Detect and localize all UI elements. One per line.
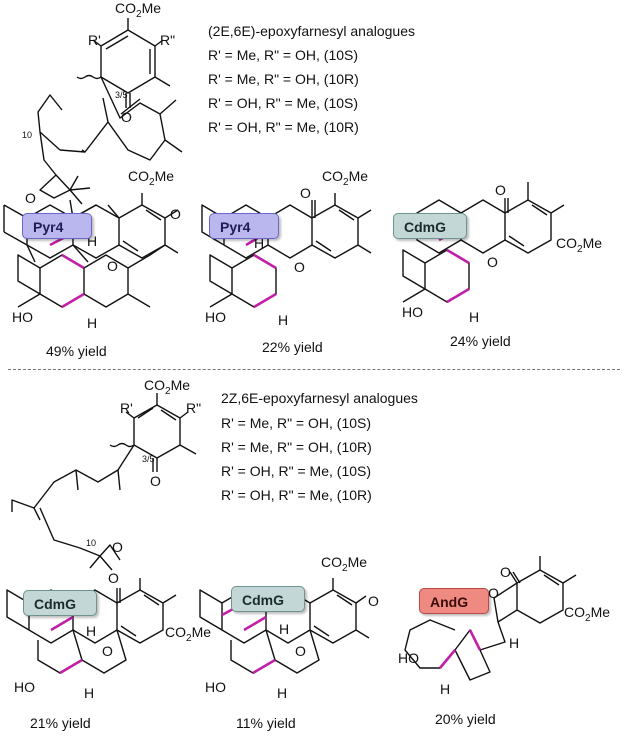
bottom-locant-3-5: 3/5 — [142, 454, 155, 464]
bp3-hydroxyl: HO — [398, 650, 419, 666]
bottom-variant-1: R' = Me, R" = OH, (10S) — [221, 415, 372, 431]
top-product-3-rings — [402, 248, 470, 304]
p3-ring-o: O — [487, 254, 498, 270]
p2-ring-o: O — [294, 259, 305, 275]
bp2-ring-o: O — [295, 643, 306, 659]
p2-hydroxyl: HO — [205, 309, 226, 325]
locant-10: 10 — [22, 130, 32, 140]
bottom-substrate-structure — [11, 393, 197, 571]
yield-top-1: 49% yield — [46, 343, 107, 359]
bp2-hydroxyl: HO — [205, 679, 226, 695]
p1-h-upper: H — [87, 233, 97, 249]
bp3-ester: CO2Me — [564, 604, 610, 624]
r2-label-bottom: R" — [186, 400, 201, 416]
bp2-h-lower: H — [277, 685, 287, 701]
enzyme-badge-cdmg-bottom-1: CdmG — [23, 590, 97, 616]
p1-ring-o: O — [107, 258, 118, 274]
p1-ester: CO2Me — [128, 168, 174, 188]
bottom-locant-10: 10 — [86, 538, 96, 548]
p1-h-lower: H — [87, 315, 97, 331]
yield-bottom-3: 20% yield — [435, 711, 496, 727]
locant-3-5: 3/5 — [115, 90, 128, 100]
bottom-product-1-structure — [6, 578, 177, 675]
ketone-o-label: O — [121, 109, 132, 125]
bottom-variant-3: R' = OH, R" = Me, (10S) — [221, 463, 372, 479]
bottom-ketone-o: O — [150, 473, 161, 489]
yield-top-3: 24% yield — [450, 333, 511, 349]
enzyme-badge-cdmg-top: CdmG — [393, 213, 467, 239]
p3-hydroxyl: HO — [402, 304, 423, 320]
bp1-ketone-o: O — [108, 570, 119, 586]
top-variant-3: R' = OH, R" = Me, (10S) — [208, 95, 359, 111]
yield-top-2: 22% yield — [262, 339, 323, 355]
p2-h-upper: H — [254, 235, 264, 251]
top-header: (2E,6E)-epoxyfarnesyl analogues — [208, 23, 416, 39]
p2-ester: CO2Me — [322, 168, 368, 188]
yield-bottom-1: 21% yield — [30, 715, 91, 731]
top-variant-1: R' = Me, R" = OH, (10S) — [208, 47, 359, 63]
bp3-ketone-o: O — [500, 564, 511, 580]
p2-ketone-o: O — [300, 185, 311, 201]
bottom-ester-label: CO2Me — [144, 377, 190, 397]
bp2-ester: CO2Me — [321, 554, 367, 574]
enzyme-badge-pyr4-top-2: Pyr4 — [209, 213, 279, 239]
r2-label: R" — [160, 32, 175, 48]
p2-h-lower: H — [278, 312, 288, 328]
enzyme-badge-cdmg-bottom-2: CdmG — [231, 586, 305, 612]
bottom-header: 2Z,6E-epoxyfarnesyl analogues — [221, 390, 418, 406]
bp1-ring-o: O — [102, 643, 113, 659]
bp1-h-lower: H — [84, 685, 94, 701]
p3-h-lower: H — [469, 309, 479, 325]
bp2-h-upper: H — [279, 621, 289, 637]
p3-ester: CO2Me — [556, 235, 602, 255]
epoxide-o-label: O — [25, 190, 36, 206]
top-variant-4: R' = OH, R" = Me, (10R) — [208, 119, 359, 135]
bp2-ketone-o: O — [368, 593, 379, 609]
section-divider — [8, 369, 620, 370]
bp3-furan-o: O — [488, 585, 499, 601]
p3-ketone-o: O — [495, 182, 506, 198]
bp1-hydroxyl: HO — [14, 679, 35, 695]
bottom-variant-4: R' = OH, R" = Me, (10R) — [221, 487, 372, 503]
yield-bottom-2: 11% yield — [236, 715, 296, 731]
top-substrate-structure — [37, 18, 183, 205]
bp3-h-upper: H — [509, 635, 519, 651]
bottom-epoxide-o: O — [112, 539, 123, 555]
top-product-1-rings — [17, 244, 166, 309]
bp1-ester: CO2Me — [165, 624, 211, 644]
p1-hydroxyl: HO — [12, 309, 33, 325]
bottom-variant-2: R' = Me, R" = OH, (10R) — [221, 439, 372, 455]
r1-label-bottom: R' — [120, 400, 133, 416]
p1-ketone-o: O — [170, 206, 181, 222]
bp1-h-upper: H — [86, 623, 96, 639]
bp3-h-lower: H — [440, 681, 450, 697]
top-product-2-rings — [209, 253, 277, 309]
bottom-product-3-structure — [404, 556, 577, 681]
top-variant-2: R' = Me, R" = OH, (10R) — [208, 71, 359, 87]
enzyme-badge-pyr4-top-1: Pyr4 — [22, 213, 92, 239]
enzyme-badge-andg: AndG — [419, 588, 489, 614]
top-ester-label: CO2Me — [115, 0, 161, 20]
r1-label: R' — [88, 32, 101, 48]
